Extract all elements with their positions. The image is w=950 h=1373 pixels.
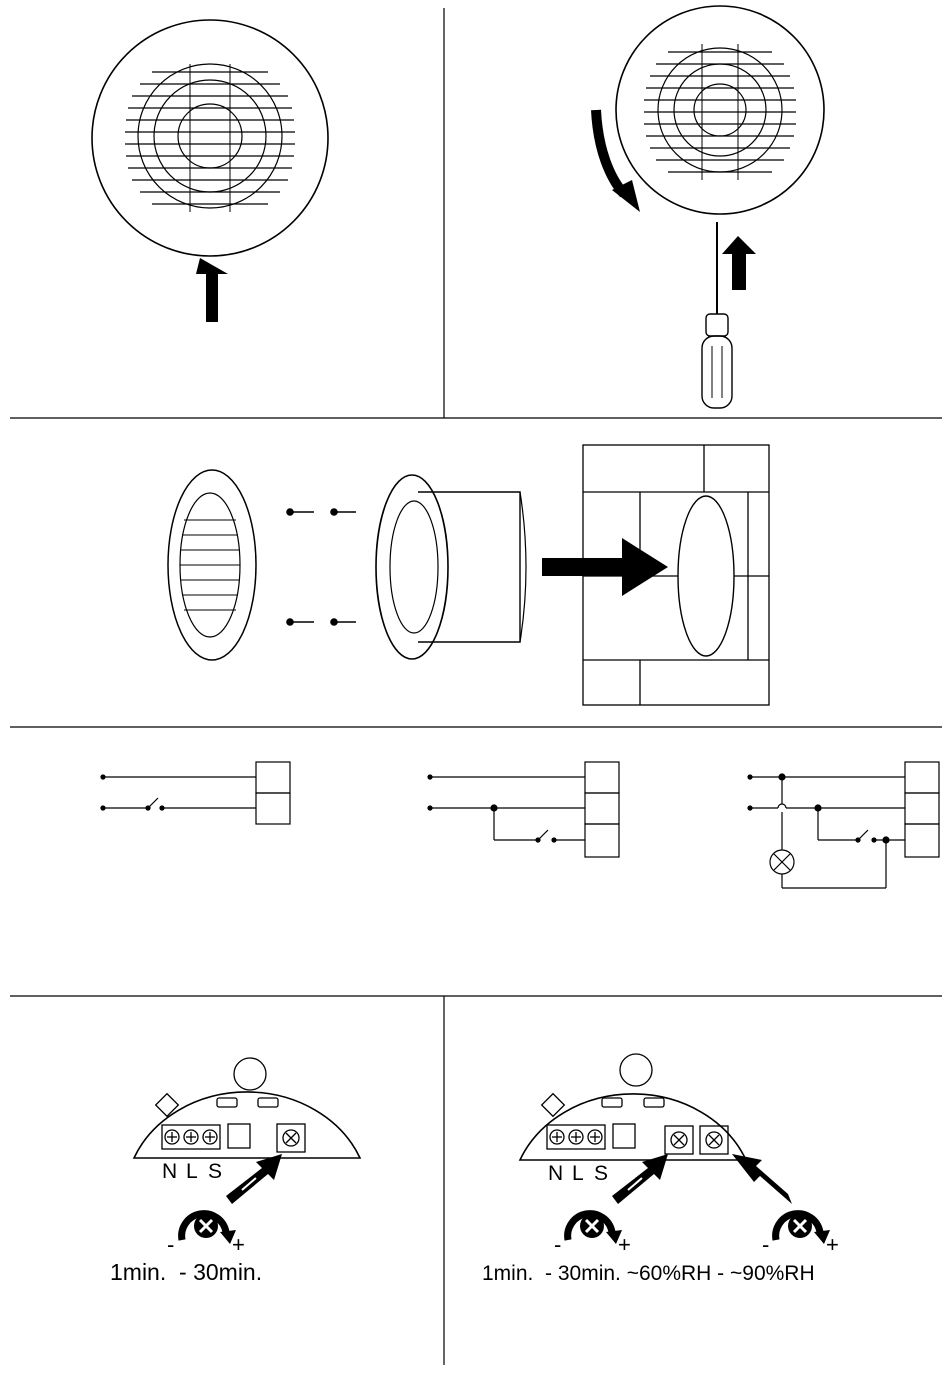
panel-dividers [10, 8, 942, 1365]
timer-plus-label: + [232, 1232, 245, 1257]
timer-control-board [134, 1058, 360, 1158]
terminal-labels-left: N L S [162, 1160, 222, 1183]
terminal-l-label-2: L [572, 1162, 584, 1185]
fan-body [376, 475, 526, 659]
mounting-screws [287, 509, 356, 625]
humidity-range-label: 1min. - 30min. ~60%RH - ~90%RH [482, 1262, 815, 1285]
terminal-s-label: S [208, 1160, 222, 1183]
timer-range-label: 1min. - 30min. [110, 1259, 262, 1285]
humidity-control-board [520, 1054, 746, 1160]
terminal-n-label: N [162, 1160, 177, 1183]
fan-front-view [92, 20, 328, 256]
timer-adjust-arrow-icon [612, 1154, 668, 1204]
fan-rotate-view [616, 6, 824, 214]
wiring-diagram-3 [748, 762, 939, 888]
timer-minus-label-2: - [554, 1232, 561, 1257]
terminal-l-label: L [186, 1160, 198, 1183]
terminal-n-label-2: N [548, 1162, 563, 1185]
adjust-arrow-icon [226, 1154, 282, 1204]
humidity-plus-label: + [826, 1232, 839, 1257]
rotate-arrow-icon [596, 110, 640, 212]
humidity-knob-icon [776, 1214, 830, 1244]
terminal-labels-right: N L S [548, 1162, 608, 1185]
timer-plus-label-2: + [618, 1232, 631, 1257]
up-arrow-icon-2 [722, 236, 756, 290]
humidity-minus-label: - [762, 1232, 769, 1257]
terminal-s-label-2: S [594, 1162, 608, 1185]
grille-bars [125, 72, 295, 204]
timer-knob-icon-2 [568, 1214, 622, 1244]
timer-knob-icon [182, 1214, 236, 1244]
up-arrow-icon [196, 258, 228, 322]
push-arrow-icon [542, 538, 668, 596]
wiring-diagram-2 [428, 762, 619, 857]
humidity-adjust-arrow-icon [732, 1154, 792, 1204]
front-cover [168, 470, 256, 660]
wiring-diagram-1 [101, 762, 290, 824]
timer-minus-label: - [167, 1232, 174, 1257]
